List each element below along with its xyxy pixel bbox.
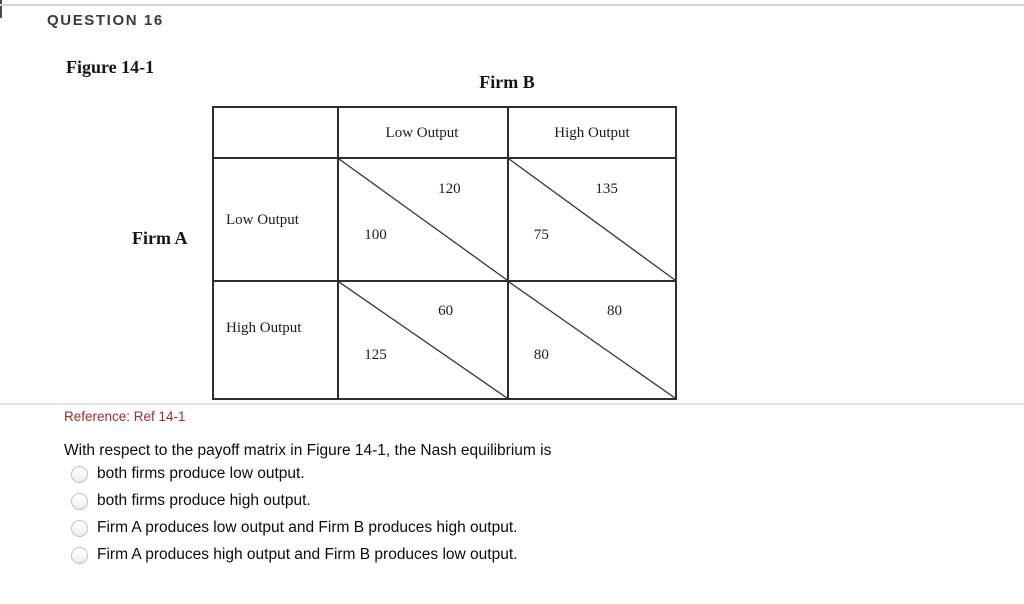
- firm-b-payoff: 120: [438, 180, 461, 197]
- firm-b-payoff: 60: [438, 302, 454, 319]
- payoff-matrix-table: Low Output High Output Low Output High O…: [212, 106, 677, 400]
- answer-option-4: Firm A produces high output and Firm B p…: [71, 546, 517, 564]
- firm-b-label: Firm B: [479, 72, 535, 92]
- payoff-cell-low-low: 120 100: [339, 159, 507, 280]
- figure-title: Figure 14-1: [66, 57, 155, 77]
- answer-option-label[interactable]: both firms produce low output.: [97, 465, 305, 482]
- radio-button[interactable]: [71, 519, 88, 537]
- row-header-low-output: Low Output: [226, 212, 299, 228]
- radio-button[interactable]: [71, 492, 88, 510]
- answer-option-3: Firm A produces low output and Firm B pr…: [71, 519, 517, 537]
- col-header-low-output: Low Output: [385, 125, 459, 141]
- radio-button[interactable]: [71, 465, 88, 483]
- window-edge-artifact: [0, 0, 2, 18]
- question-header: QUESTION 16: [47, 12, 164, 29]
- firm-a-payoff: 100: [364, 226, 387, 243]
- firm-a-payoff: 75: [533, 226, 549, 243]
- top-divider: [0, 4, 1024, 6]
- table-row-divider: [214, 280, 675, 282]
- answer-option-label[interactable]: both firms produce high output.: [97, 492, 311, 509]
- diagonal-line: [339, 282, 507, 398]
- firm-a-payoff: 125: [364, 346, 387, 363]
- answer-option-label[interactable]: Firm A produces low output and Firm B pr…: [97, 519, 518, 536]
- reference-text: Reference: Ref 14-1: [64, 409, 186, 424]
- question-text: With respect to the payoff matrix in Fig…: [64, 442, 552, 459]
- table-row-divider: [214, 157, 675, 159]
- payoff-cell-high-high: 80 80: [509, 282, 675, 398]
- answer-option-2: both firms produce high output.: [71, 492, 311, 510]
- row-header-high-output: High Output: [226, 320, 302, 336]
- payoff-cell-low-high: 135 75: [509, 159, 675, 280]
- diagonal-line: [339, 159, 507, 280]
- firm-a-label: Firm A: [132, 228, 188, 248]
- answer-option-1: both firms produce low output.: [71, 465, 305, 483]
- firm-b-payoff: 80: [606, 302, 622, 319]
- figure-bottom-divider: [0, 403, 1024, 405]
- table-column-divider: [507, 108, 509, 398]
- radio-button[interactable]: [71, 546, 88, 564]
- firm-b-payoff: 135: [595, 180, 618, 197]
- payoff-cell-high-low: 60 125: [339, 282, 507, 398]
- diagonal-line: [509, 159, 675, 280]
- col-header-high-output: High Output: [554, 125, 630, 141]
- answer-option-label[interactable]: Firm A produces high output and Firm B p…: [97, 546, 518, 563]
- table-column-divider: [337, 108, 339, 398]
- firm-a-payoff: 80: [533, 346, 549, 363]
- diagonal-line: [509, 282, 675, 398]
